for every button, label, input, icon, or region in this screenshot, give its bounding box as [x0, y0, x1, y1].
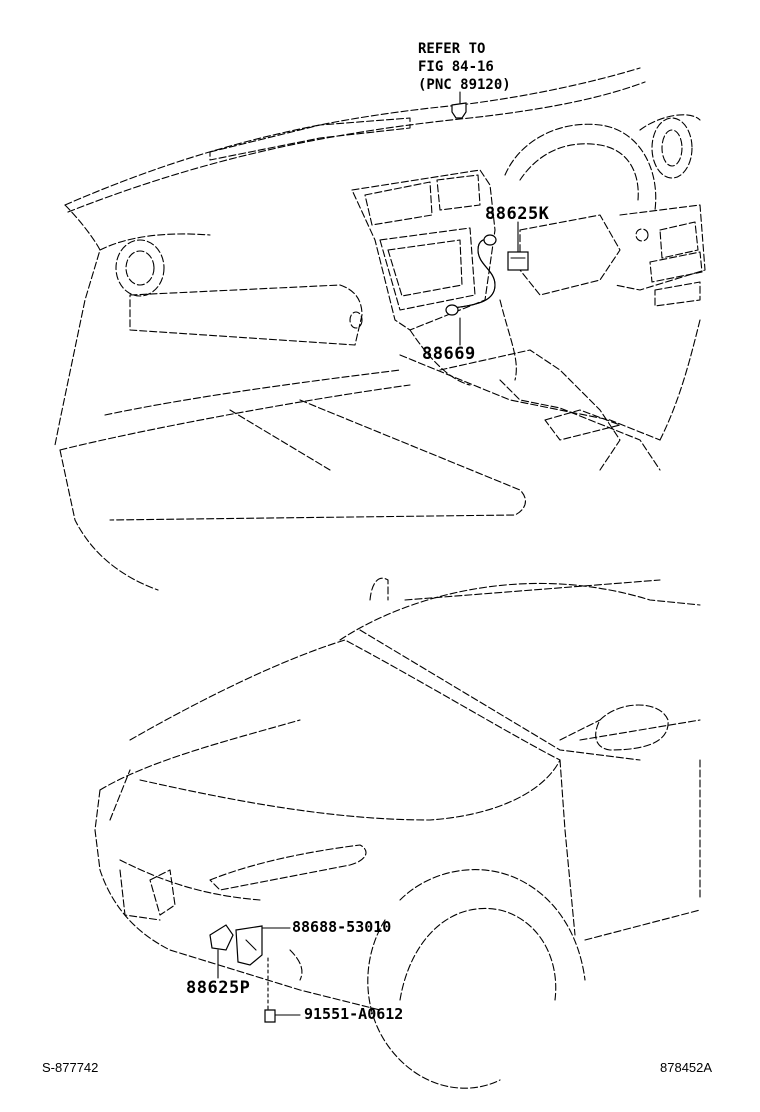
diagram-code-left: S-877742 — [42, 1060, 99, 1075]
part-label-88688-53010[interactable]: 88688-53010 — [292, 918, 392, 936]
diagram-code-right: 878452A — [660, 1060, 713, 1075]
reference-note: REFER TO FIG 84-16 (PNC 89120) — [418, 41, 511, 93]
dashboard-drawing — [54, 67, 706, 591]
part-label-88625k[interactable]: 88625K — [485, 204, 550, 224]
part-label-91551-a0612[interactable]: 91551-A0612 — [304, 1005, 404, 1023]
part-label-88669[interactable]: 88669 — [422, 344, 476, 364]
car-exterior-drawing — [94, 577, 701, 1089]
part-label-88625p[interactable]: 88625P — [186, 978, 251, 998]
